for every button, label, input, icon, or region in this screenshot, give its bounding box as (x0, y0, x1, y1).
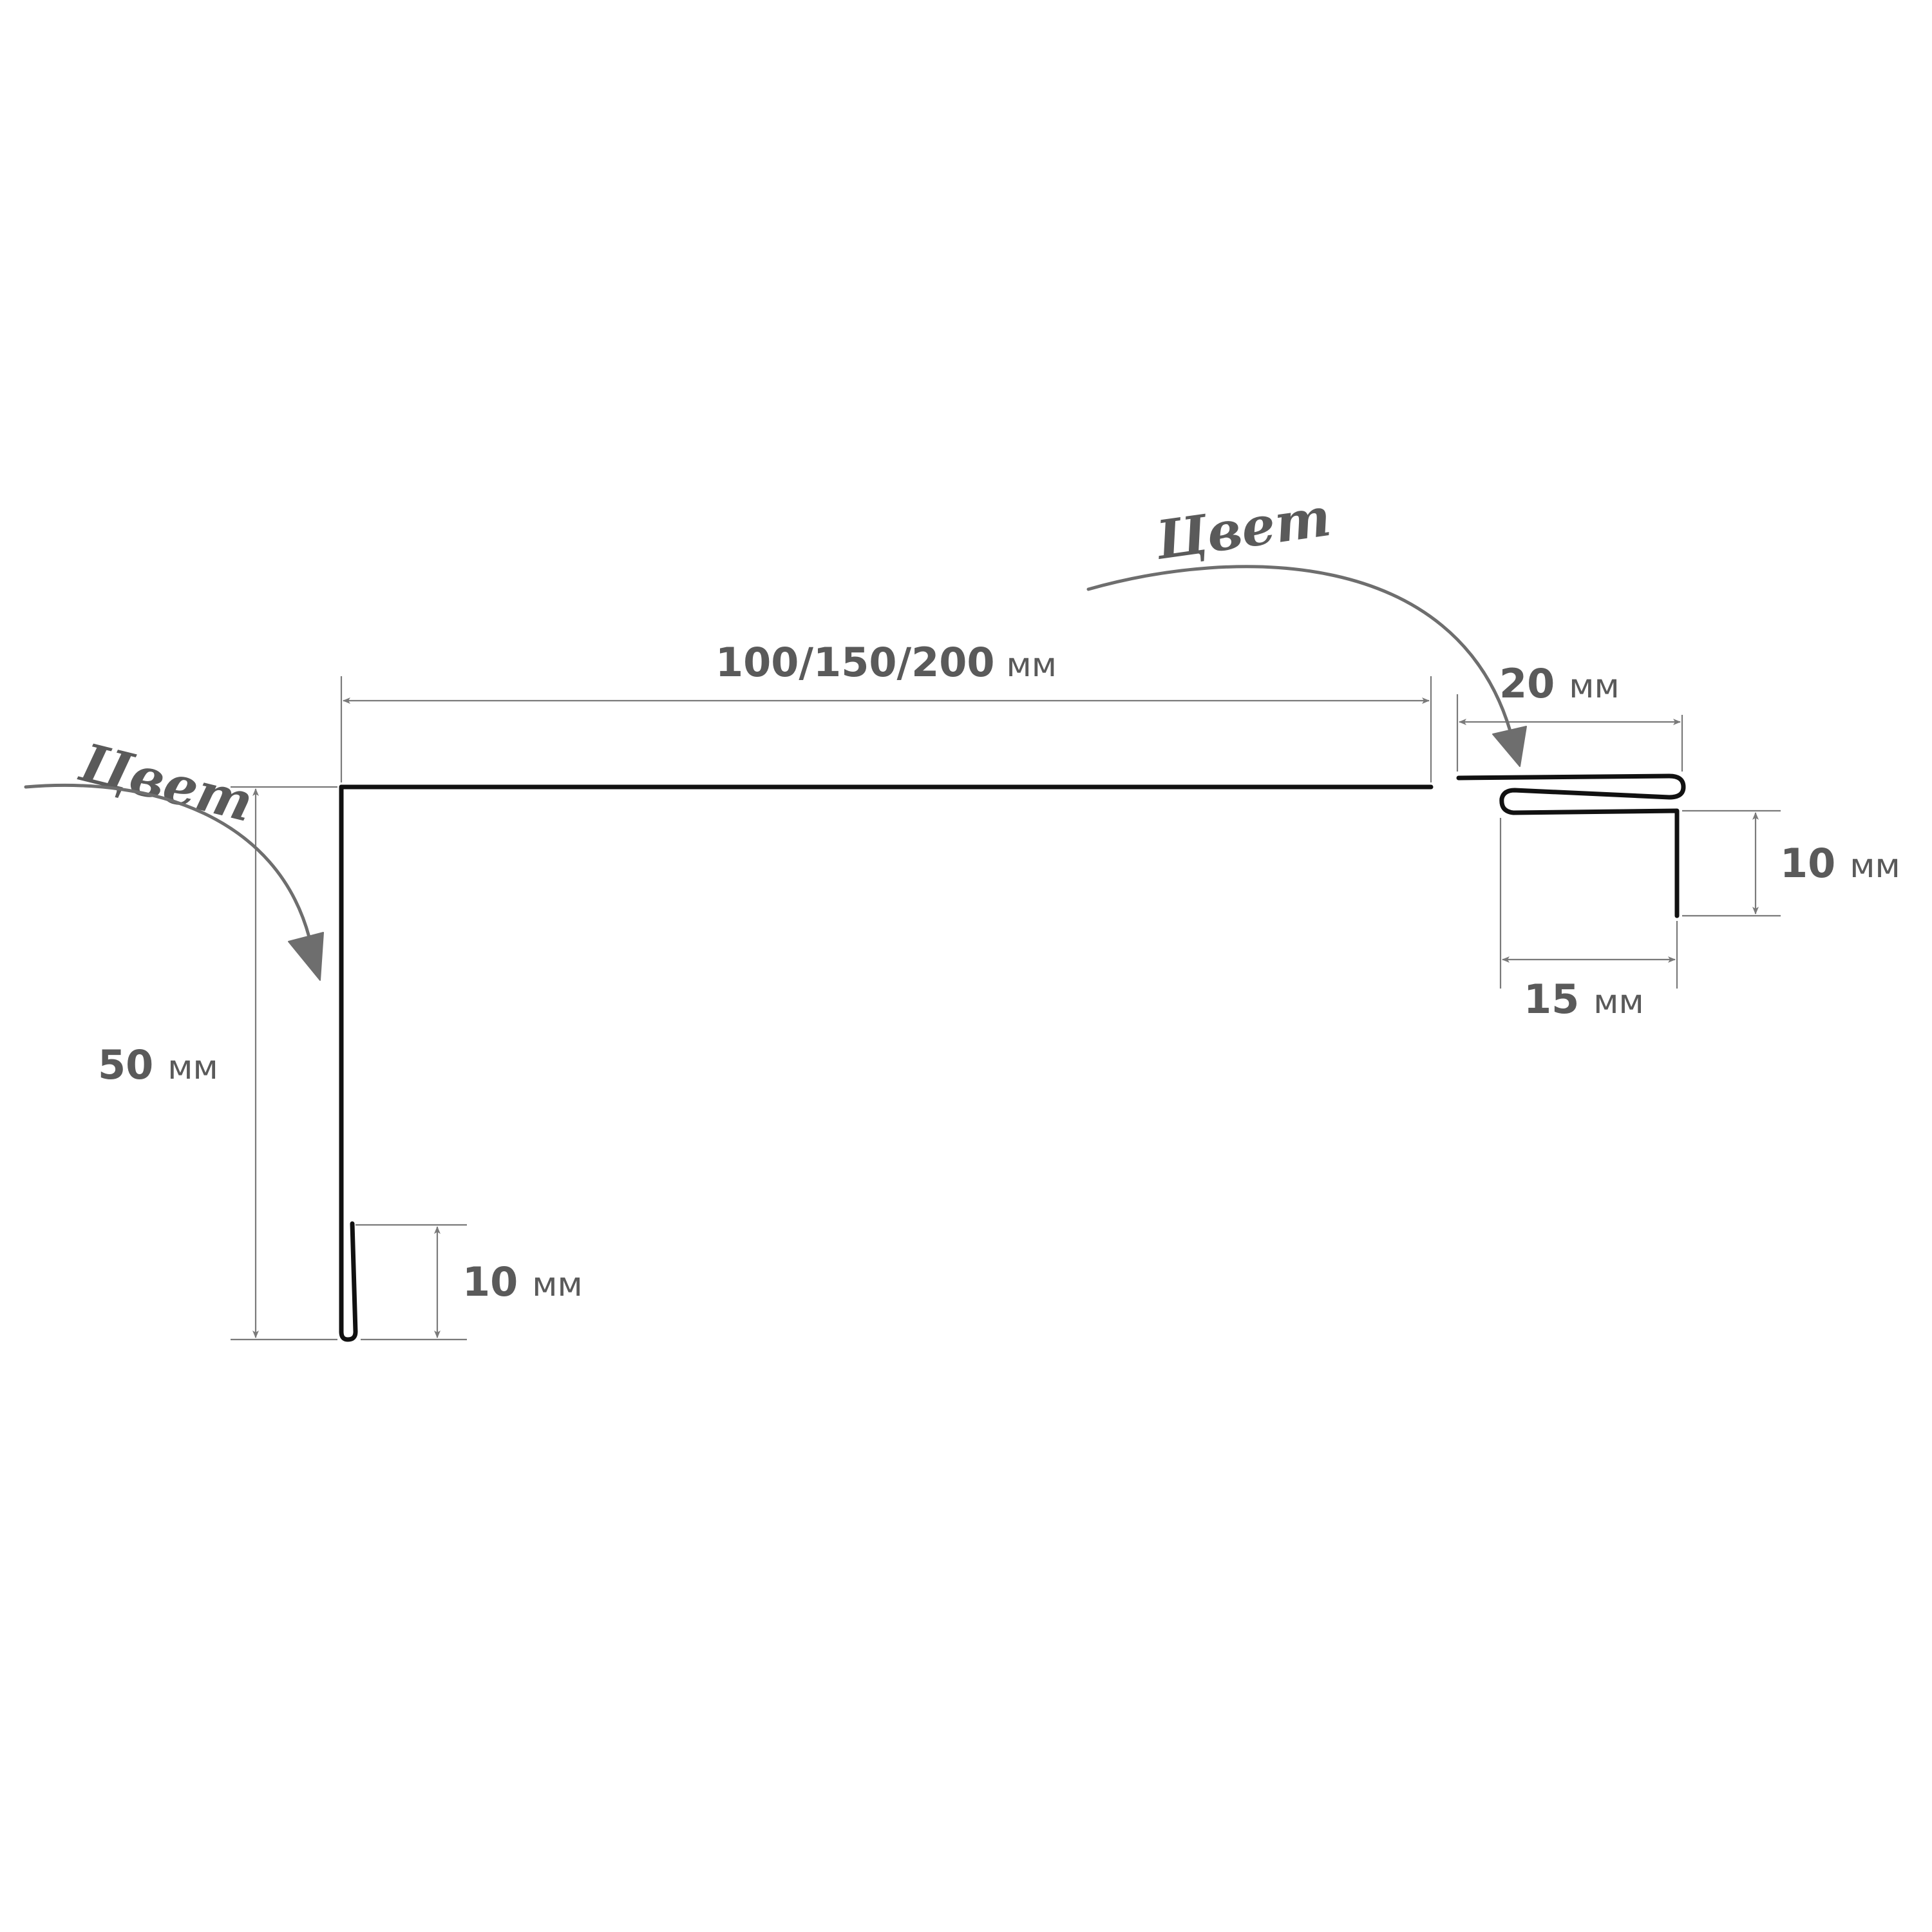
right-offset-value: 15 (1524, 976, 1579, 1023)
curved-arrow-left (24, 783, 311, 939)
color-label-right: Цвет (1151, 486, 1334, 572)
dimension-right-offset: 15 мм (1499, 818, 1678, 1023)
dimension-left-height: 50 мм (98, 786, 337, 1341)
left-height-value: 50 (98, 1041, 153, 1088)
dimension-right-fold: 20 мм (1456, 660, 1683, 772)
curved-arrow-right (1086, 565, 1512, 733)
arrowhead-right (1492, 726, 1527, 767)
left-height-unit: мм (167, 1048, 218, 1087)
profile-left-angle (339, 784, 1434, 1342)
right-fold-value: 20 (1499, 660, 1555, 707)
left-hem-unit: мм (532, 1265, 582, 1304)
profile-left-hem (339, 1221, 358, 1342)
top-width-unit: мм (1007, 646, 1057, 685)
color-label-left: Цвет (73, 732, 259, 834)
dimension-top-width: 100/150/200 мм (340, 639, 1432, 782)
color-side-annotation-left: Цвет (24, 732, 324, 981)
right-drop-unit: мм (1850, 847, 1900, 886)
color-side-annotation-right: Цвет (1086, 486, 1527, 767)
right-fold-unit: мм (1569, 667, 1619, 706)
right-drop-value: 10 (1780, 840, 1835, 887)
dimension-right-drop: 10 мм (1682, 810, 1900, 917)
profile-right-fold-detail (1456, 773, 1686, 918)
left-hem-value: 10 (462, 1258, 518, 1305)
fold-top-strip (1456, 773, 1686, 918)
dimension-left-hem: 10 мм (355, 1224, 583, 1341)
top-width-value: 100/150/200 (715, 639, 995, 686)
right-offset-unit: мм (1593, 983, 1643, 1021)
arrowhead-left (288, 932, 324, 981)
